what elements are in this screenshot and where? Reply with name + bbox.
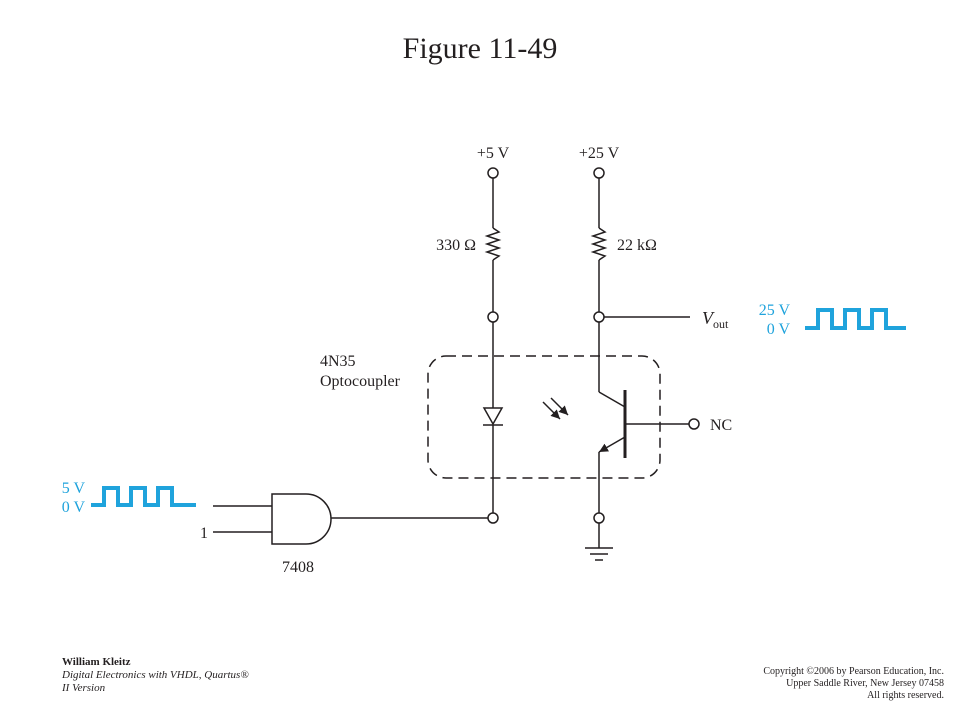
book-title: Digital Electronics with VHDL, Quartus® [62, 669, 249, 681]
vcc5-terminal [487, 167, 499, 179]
input-waveform [91, 486, 196, 507]
footer-credits: William Kleitz Digital Electronics with … [62, 656, 249, 695]
light-arrow-icon [542, 401, 561, 420]
footer-copyright: Copyright ©2006 by Pearson Education, In… [763, 666, 944, 702]
logic-one-label: 1 [200, 525, 208, 542]
led-icon [482, 407, 504, 426]
transistor-collector [598, 391, 626, 408]
ground-icon [585, 547, 613, 561]
node-bottom-left [487, 512, 499, 524]
copyright-line: Copyright ©2006 by Pearson Education, In… [763, 666, 944, 677]
vcc5-label: +5 V [477, 145, 510, 162]
vout-label: Vout [702, 308, 729, 331]
output-low-label: 0 V [767, 321, 791, 338]
book-edition: II Version [62, 682, 106, 694]
page-title: Figure 11-49 [402, 32, 558, 65]
input-low-label: 0 V [62, 499, 86, 516]
vcc25-terminal [593, 167, 605, 179]
node-bottom-right [593, 512, 605, 524]
resistor-22k [590, 227, 608, 261]
optocoupler-name: Optocoupler [320, 373, 401, 390]
output-high-label: 25 V [759, 302, 791, 319]
author: William Kleitz [62, 656, 131, 668]
resistor-330-label: 330 Ω [436, 237, 476, 254]
node-vout [593, 311, 605, 323]
light-arrow-icon [550, 397, 569, 416]
input-high-label: 5 V [62, 480, 86, 497]
optocoupler-part: 4N35 [320, 353, 356, 370]
and-gate-icon [271, 493, 332, 545]
optocoupler-box [427, 355, 661, 479]
node-top-left [487, 311, 499, 323]
nc-terminal [688, 418, 700, 430]
resistor-22k-label: 22 kΩ [617, 237, 657, 254]
copyright-line: All rights reserved. [867, 690, 944, 701]
nc-label: NC [710, 417, 732, 434]
copyright-line: Upper Saddle River, New Jersey 07458 [786, 678, 944, 689]
output-waveform [805, 308, 906, 330]
transistor-emitter [598, 436, 626, 453]
vcc25-label: +25 V [579, 145, 620, 162]
gate-label: 7408 [282, 559, 314, 576]
resistor-330 [484, 227, 502, 261]
